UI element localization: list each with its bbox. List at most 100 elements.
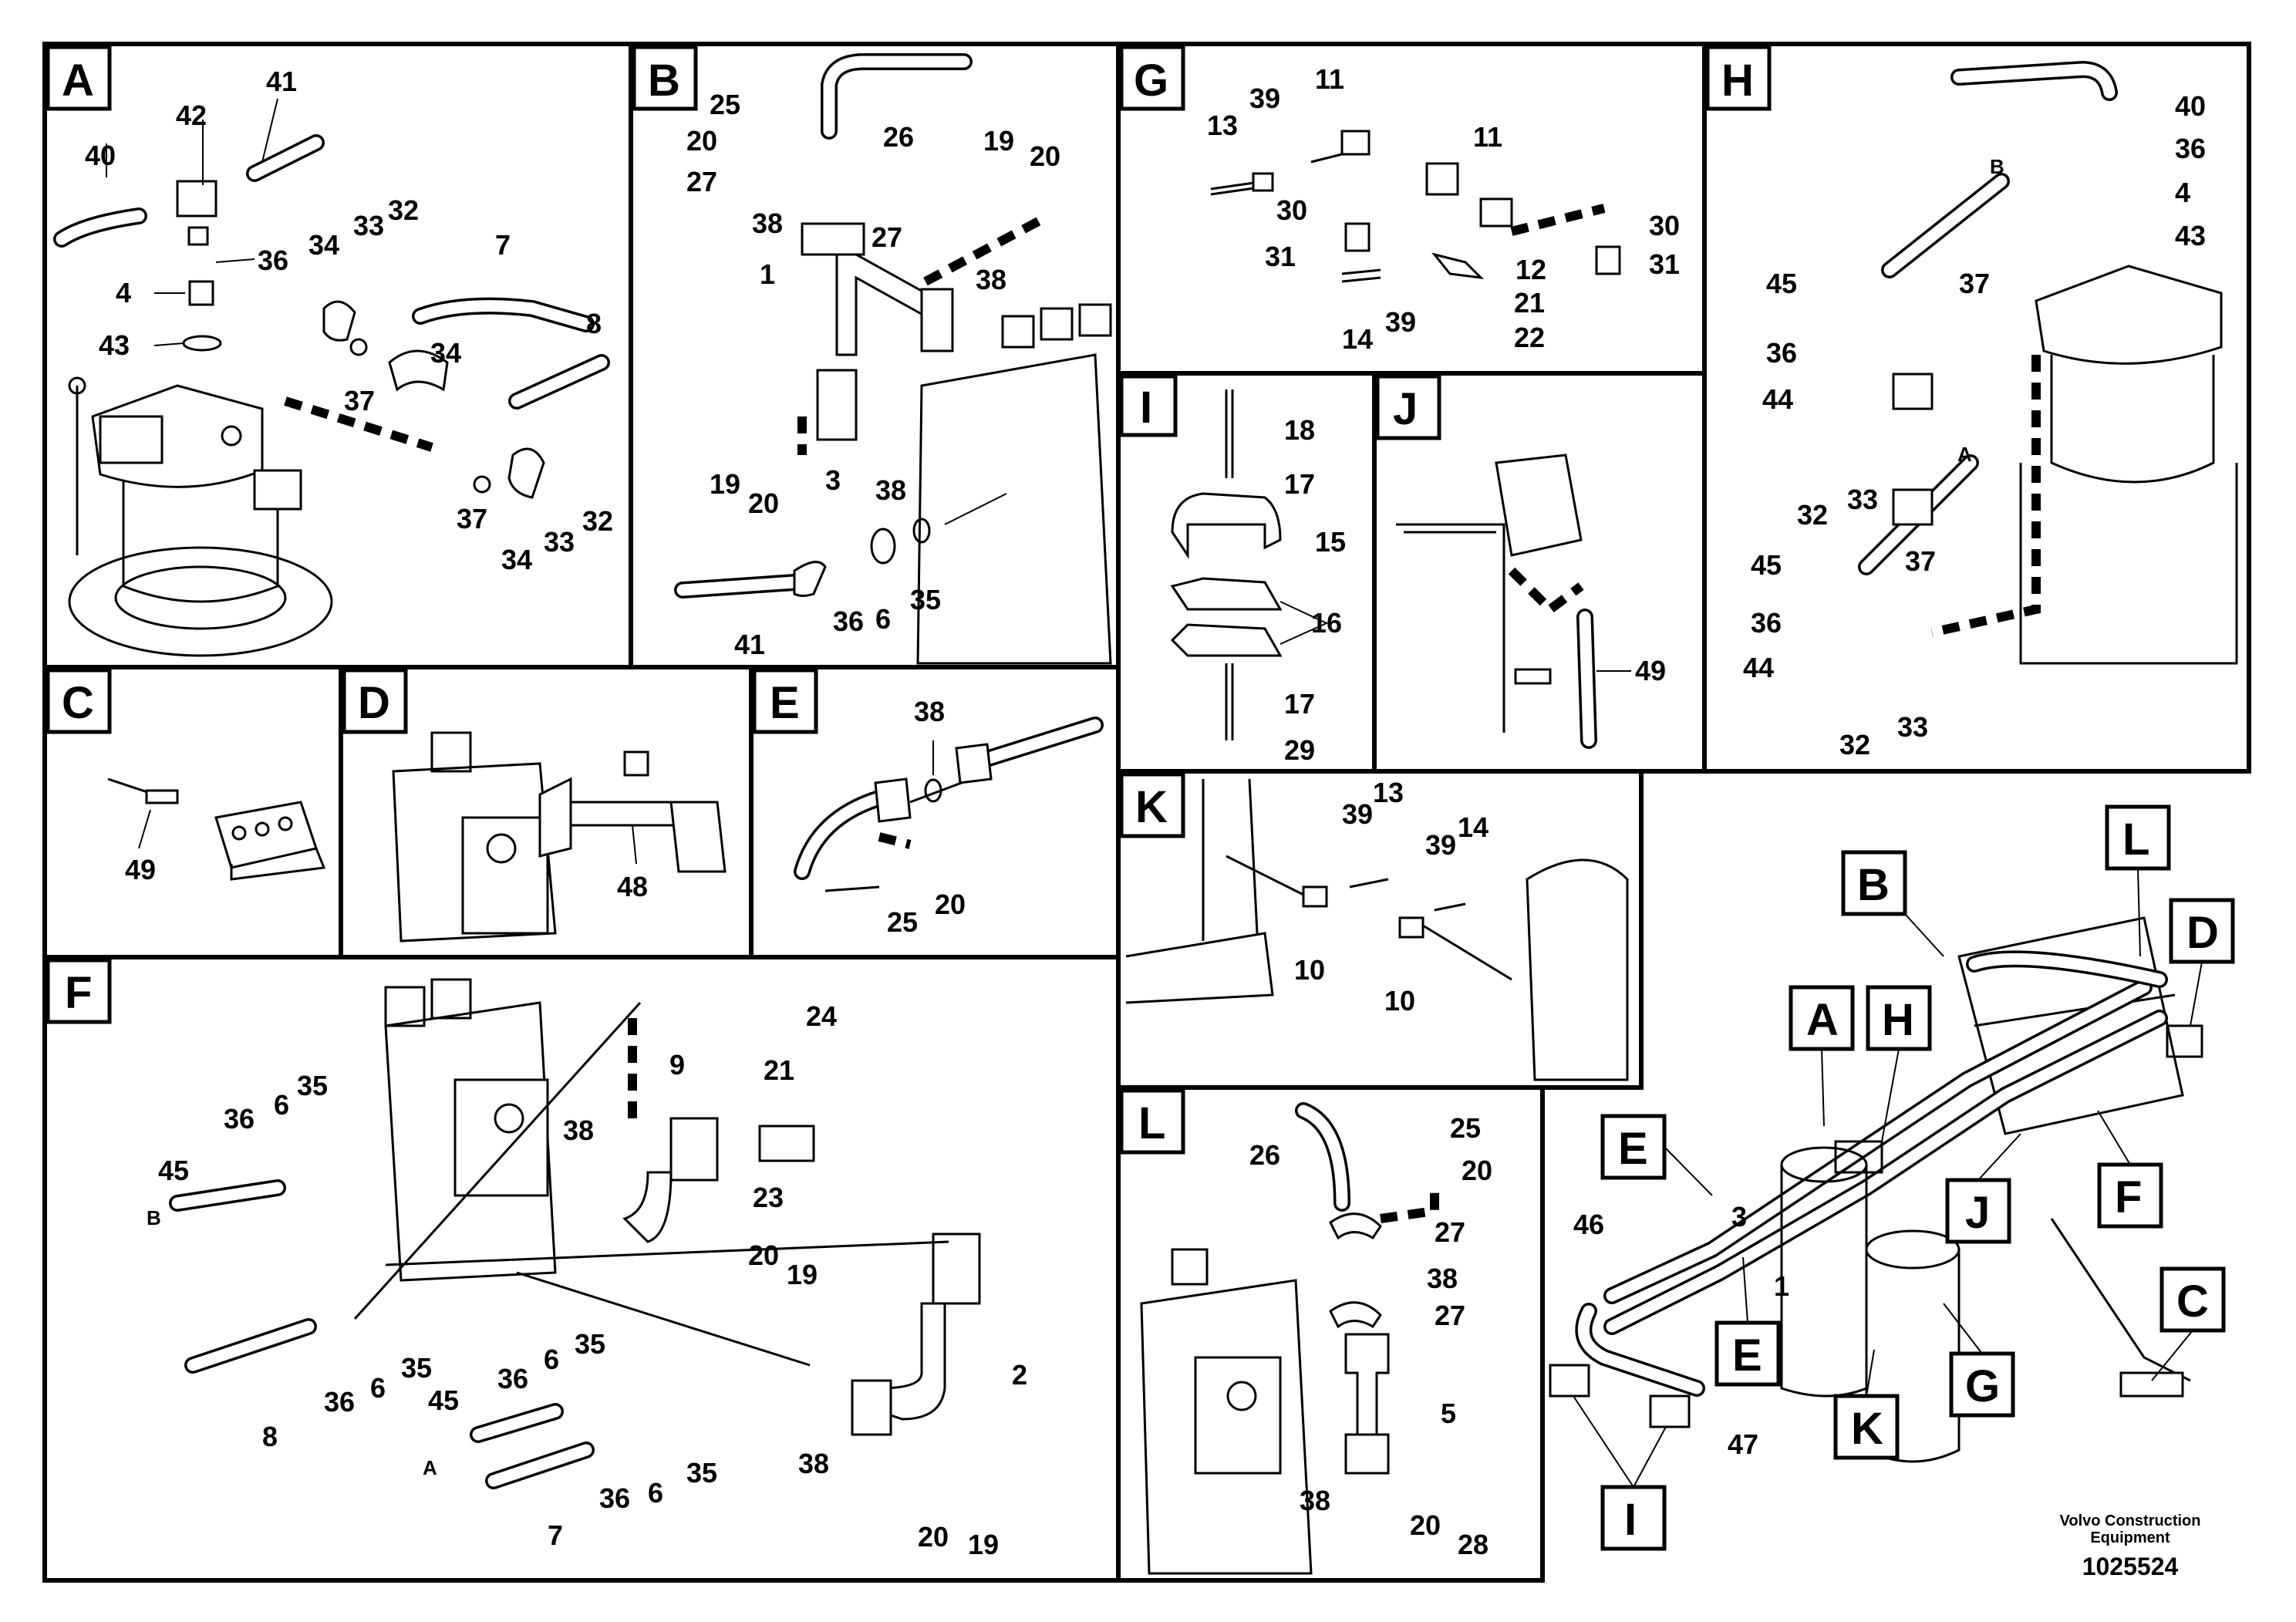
panel-i-tag <box>1119 374 1178 437</box>
callout-f-38b: 38 <box>798 1448 829 1479</box>
panel-h-frame <box>1702 42 2251 774</box>
callout-f-b: B <box>147 1206 161 1229</box>
callout-b-19b: 19 <box>710 468 740 500</box>
panel-f-tag <box>46 958 112 1024</box>
callout-i-16: 16 <box>1311 607 1342 639</box>
callout-b-27: 27 <box>686 166 717 197</box>
callout-k-10: 10 <box>1294 954 1325 986</box>
callout-f-8: 8 <box>262 1421 278 1452</box>
callout-l-38: 38 <box>1427 1263 1458 1294</box>
callout-f-36: 36 <box>224 1103 255 1135</box>
callout-f-23: 23 <box>753 1182 784 1213</box>
callout-h-36c: 36 <box>1751 607 1782 639</box>
panel-e-tag <box>752 668 818 734</box>
callout-f-38: 38 <box>563 1114 594 1146</box>
callout-g-13: 13 <box>1207 110 1238 141</box>
panel-d-letter: D <box>358 678 390 728</box>
callout-h-37: 37 <box>1959 268 1990 299</box>
callout-l-28: 28 <box>1458 1529 1489 1560</box>
callout-i-29: 29 <box>1284 734 1315 766</box>
callout-l-27b: 27 <box>1435 1300 1465 1331</box>
callout-a-32b: 32 <box>582 505 613 537</box>
callout-f-6d: 6 <box>648 1477 663 1509</box>
callout-h-44: 44 <box>1762 383 1793 415</box>
callout-a-37b: 37 <box>457 503 487 534</box>
overview-tag-e-letter: E <box>1618 1124 1648 1174</box>
callout-b-20: 20 <box>686 125 717 157</box>
overview-tag-j-letter: J <box>1965 1188 1990 1238</box>
callout-b-3: 3 <box>825 464 841 496</box>
callout-h-43: 43 <box>2175 220 2206 251</box>
callout-i-15: 15 <box>1315 526 1346 558</box>
callout-g-31b: 31 <box>1649 248 1680 280</box>
callout-a-4: 4 <box>116 277 131 309</box>
callout-k-14: 14 <box>1458 811 1489 843</box>
callout-b-6: 6 <box>875 603 891 635</box>
panel-e-letter: E <box>770 678 800 728</box>
overview-tag-g <box>1949 1351 2015 1418</box>
panel-c-tag <box>46 668 112 734</box>
panel-g-frame <box>1116 42 1707 376</box>
callout-f-7: 7 <box>548 1519 563 1551</box>
callout-b-41: 41 <box>734 629 765 660</box>
callout-b-36: 36 <box>833 605 864 637</box>
panel-a-tag <box>46 45 112 111</box>
callout-h-37b: 37 <box>1905 545 1936 577</box>
callout-f-36c: 36 <box>497 1363 528 1394</box>
overview-tag-b-letter: B <box>1857 860 1890 910</box>
overview-callout-47: 47 <box>1728 1428 1758 1460</box>
callout-f-19b: 19 <box>968 1529 999 1560</box>
panel-g-tag <box>1119 45 1185 111</box>
overview-tag-b <box>1841 850 1907 916</box>
callout-g-11: 11 <box>1315 63 1344 95</box>
overview-callout-3: 3 <box>1731 1201 1747 1233</box>
callout-l-27: 27 <box>1435 1216 1465 1248</box>
callout-g-14: 14 <box>1342 323 1373 355</box>
callout-f-6: 6 <box>274 1089 289 1121</box>
callout-l-38b: 38 <box>1300 1485 1330 1516</box>
panel-i-frame <box>1116 371 1377 774</box>
callout-h-33: 33 <box>1847 484 1878 515</box>
callout-a-8: 8 <box>586 308 602 339</box>
overview-tag-c-letter: C <box>2176 1276 2209 1327</box>
callout-a-41: 41 <box>266 66 297 97</box>
callout-b-38b: 38 <box>976 264 1006 295</box>
callout-k-39b: 39 <box>1425 829 1456 861</box>
callout-f-2: 2 <box>1012 1359 1027 1391</box>
callout-a-34c: 34 <box>501 544 532 575</box>
panel-l-frame <box>1116 1085 1545 1583</box>
panel-a-letter: A <box>62 56 94 106</box>
callout-f-6b: 6 <box>370 1372 386 1404</box>
panel-l-tag <box>1119 1088 1185 1155</box>
callout-h-36b: 36 <box>1766 337 1797 369</box>
callout-f-45: 45 <box>158 1155 189 1186</box>
panel-i: I 18 17 15 16 17 29 <box>1116 371 1377 774</box>
callout-a-43: 43 <box>99 329 130 361</box>
panel-i-letter: I <box>1140 383 1152 433</box>
callout-g-30: 30 <box>1276 194 1307 226</box>
callout-a-40: 40 <box>85 140 116 171</box>
callout-h-44b: 44 <box>1743 652 1774 683</box>
callout-h-36: 36 <box>2175 133 2206 164</box>
callout-f-19: 19 <box>787 1259 818 1290</box>
panel-a: A 41 42 40 <box>42 42 633 669</box>
panel-k-frame <box>1116 769 1644 1090</box>
panel-f-letter: F <box>65 968 92 1018</box>
panel-h-letter: H <box>1721 56 1754 106</box>
callout-c-49: 49 <box>125 854 156 885</box>
callout-l-25: 25 <box>1450 1112 1481 1144</box>
callout-a-34b: 34 <box>430 337 461 369</box>
overview-tag-k <box>1833 1394 1900 1460</box>
callout-a-33b: 33 <box>544 526 575 558</box>
callout-g-31: 31 <box>1265 241 1296 272</box>
company-name-line1: Volvo Construction <box>2060 1512 2201 1529</box>
overview-tag-i-letter: I <box>1624 1495 1637 1545</box>
title-block: Volvo Construction Equipment 1025524 <box>2060 1512 2201 1580</box>
panel-c: C 49 <box>42 665 343 959</box>
overview-tag-a-letter: A <box>1806 995 1839 1045</box>
callout-b-26: 26 <box>883 121 914 153</box>
callout-e-20: 20 <box>935 889 966 920</box>
panel-l-letter: L <box>1138 1098 1165 1148</box>
callout-f-35: 35 <box>297 1070 328 1101</box>
